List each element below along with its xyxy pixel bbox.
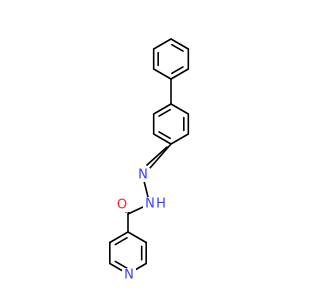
phenyl-top-double-2 bbox=[171, 66, 184, 75]
nn-bond bbox=[143, 180, 149, 198]
molecule-structure: N N H O N bbox=[109, 38, 190, 283]
atom-n2-label: N bbox=[145, 197, 155, 212]
atom-n1: N bbox=[136, 168, 150, 183]
bonds-group bbox=[109, 38, 190, 275]
atom-pyridine-n-label: N bbox=[124, 268, 134, 283]
atom-n2: N bbox=[143, 197, 157, 212]
phenyl-top-bond-5 bbox=[152, 38, 172, 50]
amide-bond bbox=[127, 206, 144, 215]
pyridine-double-5 bbox=[114, 236, 128, 246]
pyridine-bond-0 bbox=[127, 231, 147, 244]
phenyl-top-bond-3 bbox=[152, 68, 172, 80]
phenyl-middle-double-5 bbox=[158, 108, 171, 117]
phenyl-middle-bond-3 bbox=[152, 133, 172, 145]
pyridine-double-3 bbox=[114, 260, 128, 270]
imine-bond bbox=[149, 143, 172, 169]
phenyl-middle-bond-2 bbox=[170, 133, 190, 145]
atom-n1-label: N bbox=[138, 168, 148, 183]
phenyl-middle-double-3 bbox=[158, 131, 171, 140]
atom-oxygen-label: O bbox=[117, 198, 127, 213]
atom-pyridine-n: N bbox=[122, 268, 136, 283]
phenyl-top-double-0 bbox=[171, 43, 184, 52]
phenyl-middle-bond-5 bbox=[152, 103, 172, 115]
atom-oxygen: O bbox=[115, 198, 129, 213]
phenyl-top-bond-0 bbox=[170, 38, 190, 50]
atom-labels-group: N N H O N bbox=[115, 168, 167, 283]
atom-nh-hydrogen: H bbox=[155, 197, 167, 212]
phenyl-top-bond-2 bbox=[170, 68, 190, 80]
pyridine-bond-5 bbox=[109, 231, 129, 244]
atom-nh-label: H bbox=[156, 197, 166, 212]
phenyl-middle-bond-0 bbox=[170, 103, 190, 115]
imine-double-bond bbox=[146, 146, 168, 166]
molecule-diagram: N N H O N bbox=[109, 38, 190, 283]
